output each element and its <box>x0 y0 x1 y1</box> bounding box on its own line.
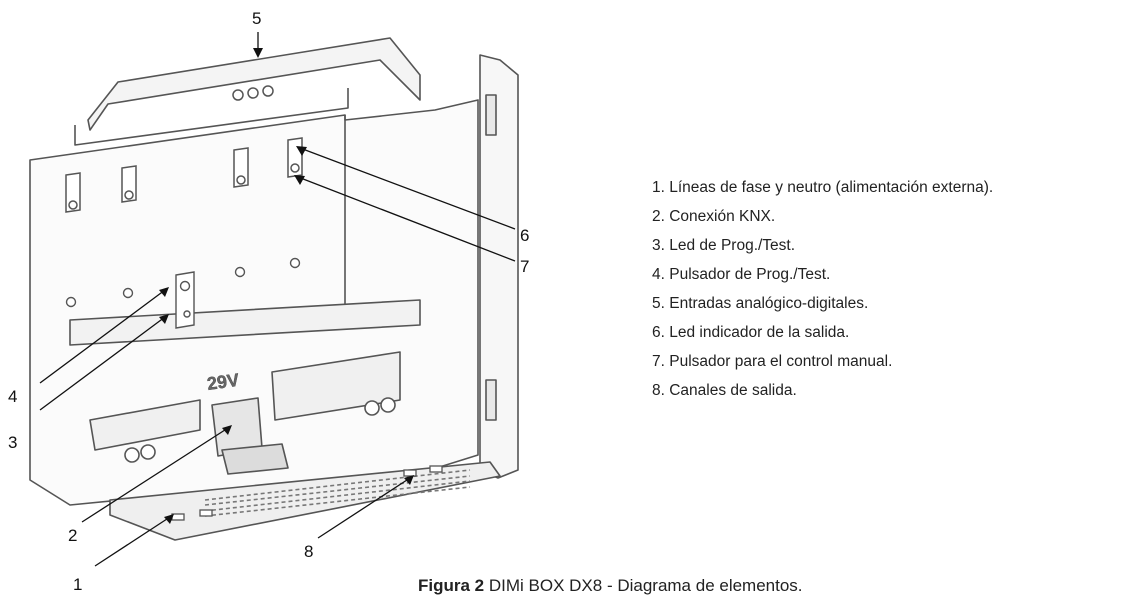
arrow-4 <box>39 289 166 384</box>
legend-item-1: 1. Líneas de fase y neutro (alimentación… <box>652 179 994 196</box>
legend-item-4: 4. Pulsador de Prog./Test. <box>652 266 831 283</box>
legend-item-2: 2. Conexión KNX. <box>652 208 776 225</box>
device-diagram: 29V 5 6 7 4 3 2 8 1 <box>8 9 529 594</box>
voltage-marking: 29V <box>206 370 241 394</box>
arrow-3 <box>39 316 166 411</box>
prog-button <box>175 271 195 329</box>
vent-grille <box>204 469 471 517</box>
callout-4: 4 <box>8 387 17 406</box>
legend-item-3: 3. Led de Prog./Test. <box>652 237 796 254</box>
output-buttons <box>65 137 303 213</box>
device-base <box>109 461 501 541</box>
figure-label: Figura 2 <box>418 576 485 595</box>
legend-item-5: 5. Entradas analógico-digitales. <box>652 295 869 312</box>
callout-1: 1 <box>73 575 82 594</box>
callout-7: 7 <box>520 257 529 276</box>
top-terminal-block <box>87 37 421 131</box>
callout-8: 8 <box>304 542 313 561</box>
output-terminal-left <box>89 399 201 451</box>
figure-title: DIMi BOX DX8 - Diagrama de elementos. <box>488 576 803 595</box>
arrow-8 <box>317 477 411 539</box>
callout-6: 6 <box>520 226 529 245</box>
legend-item-8: 8. Canales de salida. <box>652 382 797 399</box>
arrow-6 <box>299 147 516 230</box>
callout-5: 5 <box>252 9 261 28</box>
callout-3: 3 <box>8 433 17 452</box>
arrow-1 <box>94 516 171 567</box>
arrow-7 <box>297 176 516 262</box>
legend-item-6: 6. Led indicador de la salida. <box>652 324 850 341</box>
legend-item-7: 7. Pulsador para el control manual. <box>652 353 893 370</box>
legend-list: 1. Líneas de fase y neutro (alimentación… <box>652 178 993 410</box>
arrow-2 <box>81 427 229 523</box>
figure-caption: Figura 2 DIMi BOX DX8 - Diagrama de elem… <box>418 576 803 596</box>
callout-2: 2 <box>68 526 77 545</box>
